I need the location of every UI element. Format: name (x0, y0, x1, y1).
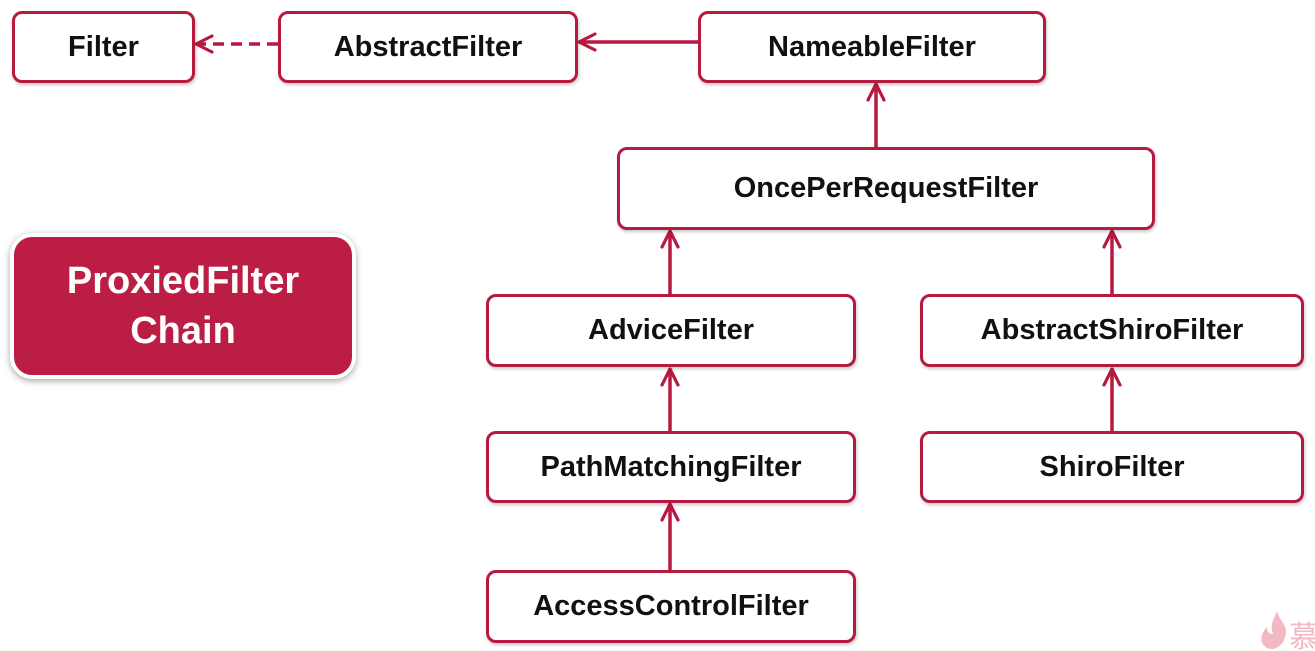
node-nameable-filter: NameableFilter (698, 11, 1046, 83)
node-abstract-shiro-filter-label: AbstractShiroFilter (980, 314, 1244, 346)
proxied-filter-chain-line2: Chain (130, 310, 236, 352)
node-access-control-filter-label: AccessControlFilter (533, 590, 809, 622)
node-abstract-filter: AbstractFilter (278, 11, 578, 83)
node-access-control-filter: AccessControlFilter (486, 570, 856, 643)
watermark-glyph: 慕 (1289, 620, 1315, 651)
node-filter: Filter (12, 11, 195, 83)
flame-icon (1261, 611, 1286, 649)
node-shiro-filter-label: ShiroFilter (1039, 450, 1185, 483)
node-advice-filter: AdviceFilter (486, 294, 856, 367)
node-advice-filter-label: AdviceFilter (588, 314, 754, 346)
node-once-per-request-filter-label: OncePerRequestFilter (733, 172, 1039, 204)
node-nameable-filter-label: NameableFilter (768, 30, 976, 63)
node-once-per-request-filter: OncePerRequestFilter (617, 147, 1155, 230)
node-path-matching-filter-label: PathMatchingFilter (540, 450, 802, 483)
node-abstract-filter-label: AbstractFilter (333, 30, 523, 63)
proxied-filter-chain-line1: ProxiedFilter (66, 260, 300, 302)
node-shiro-filter: ShiroFilter (920, 431, 1304, 503)
node-abstract-shiro-filter: AbstractShiroFilter (920, 294, 1304, 367)
proxied-filter-chain-box: ProxiedFilter Chain (10, 233, 356, 379)
node-path-matching-filter: PathMatchingFilter (486, 431, 856, 503)
node-filter-label: Filter (68, 30, 139, 63)
brand-watermark: 慕 (1261, 611, 1315, 651)
